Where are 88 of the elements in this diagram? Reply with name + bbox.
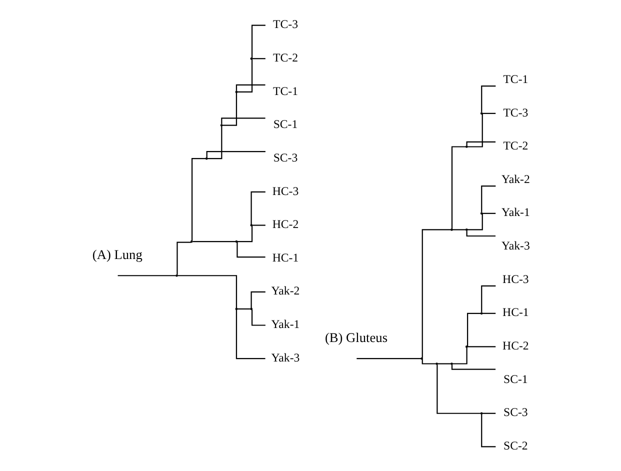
- node-point: [190, 240, 192, 242]
- connector: [480, 84, 496, 112]
- connector: [480, 284, 496, 312]
- connector: [421, 358, 436, 364]
- node-point: [450, 228, 452, 230]
- connector: [421, 228, 450, 358]
- connector: [466, 212, 482, 230]
- connector: [466, 230, 496, 236]
- node-text: Yak-1: [270, 316, 300, 331]
- connector: [466, 140, 496, 146]
- connector: [190, 158, 206, 240]
- connector: [466, 312, 480, 346]
- connector: [176, 241, 191, 274]
- connector: [252, 58, 265, 59]
- node-point: [250, 307, 252, 310]
- node-text: TC-3: [502, 104, 528, 119]
- node-text: SC-3: [272, 150, 298, 164]
- connector: [250, 24, 265, 58]
- node-point: [234, 90, 238, 93]
- node-text: SC-2: [503, 438, 528, 452]
- node-text: SC-1: [272, 116, 298, 131]
- node-point: [480, 412, 482, 414]
- node-point: [250, 224, 252, 226]
- connector: [206, 126, 222, 159]
- connector: [236, 225, 252, 242]
- connector: [436, 364, 480, 414]
- node-text: HC-2: [272, 216, 298, 231]
- node-text: Yak-3: [270, 350, 300, 364]
- node-point: [464, 145, 468, 148]
- node-point: [480, 212, 482, 214]
- connector: [482, 412, 496, 414]
- node-text: TC-2: [502, 138, 528, 152]
- connector: [466, 346, 496, 347]
- node-point: [250, 56, 252, 60]
- connector: [482, 312, 496, 314]
- node-text: TC-2: [272, 50, 298, 64]
- connector: [452, 228, 466, 230]
- node-text: HC-2: [502, 338, 528, 352]
- connector: [450, 364, 496, 370]
- node-point: [234, 240, 238, 242]
- connector: [235, 309, 265, 359]
- node-text: HC-3: [502, 271, 528, 286]
- connector: [220, 117, 265, 124]
- node-point: [234, 307, 238, 310]
- connector: [252, 224, 265, 226]
- connector: [482, 212, 496, 214]
- connector: [437, 362, 450, 364]
- node-text: HC-1: [502, 304, 528, 319]
- node-point: [464, 345, 468, 348]
- connector: [480, 184, 496, 212]
- node-text: HC-3: [272, 183, 298, 198]
- connector: [236, 308, 250, 309]
- node-text: TC-1: [272, 83, 298, 98]
- node-text: Yak-3: [501, 238, 530, 252]
- node-point: [220, 124, 222, 126]
- node-point: [204, 156, 208, 160]
- node-text: SC-3: [503, 404, 528, 419]
- node-text: Yak-2: [270, 283, 300, 298]
- connector: [222, 92, 237, 126]
- connector: [452, 347, 467, 364]
- connector: [466, 113, 482, 147]
- node-point: [175, 274, 178, 276]
- connector: [235, 84, 265, 90]
- connector: [192, 240, 236, 242]
- node-point: [435, 362, 438, 364]
- node-text: Yak-2: [501, 171, 530, 186]
- connector: [236, 241, 265, 258]
- node-point: [464, 228, 468, 230]
- node-point: [480, 312, 482, 314]
- label: (A) Lung: [92, 246, 142, 262]
- connector: [236, 58, 252, 92]
- connector: [356, 358, 420, 359]
- connector: [482, 112, 496, 114]
- node-text: TC-1: [502, 71, 528, 86]
- node-text: TC-3: [272, 16, 298, 31]
- node-text: HC-1: [272, 250, 298, 264]
- connector: [177, 274, 237, 308]
- connector: [250, 290, 265, 308]
- connector: [117, 274, 176, 276]
- connector: [206, 150, 265, 157]
- node-text: Yak-1: [501, 204, 530, 219]
- label: (B) Gluteus: [324, 329, 388, 344]
- node-point: [450, 362, 452, 364]
- connector: [250, 190, 265, 224]
- node-point: [420, 356, 422, 360]
- connector: [450, 146, 466, 228]
- node-text: SC-1: [503, 371, 528, 386]
- node-point: [480, 112, 482, 114]
